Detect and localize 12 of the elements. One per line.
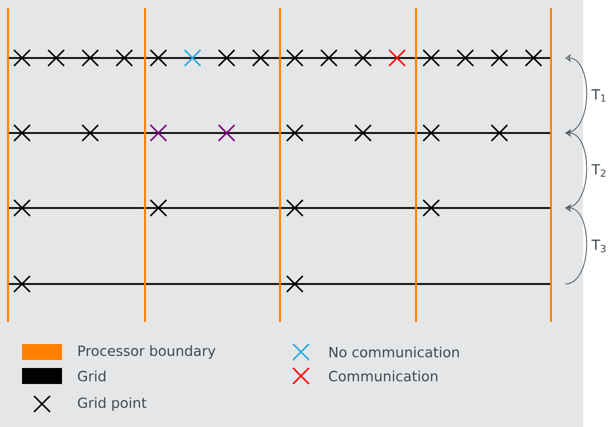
legend-label: Processor boundary	[78, 345, 216, 359]
grid-line	[8, 283, 551, 285]
legend-label: Communication	[329, 370, 438, 382]
legend-label: Grid	[78, 370, 106, 382]
grid-line	[8, 57, 551, 59]
grid-line	[8, 207, 551, 209]
legend-label: No communication	[330, 346, 459, 358]
edge-label: T$_{2}$	[592, 164, 606, 177]
grid-line	[8, 132, 551, 134]
edge-label: T$_{1}$	[592, 89, 606, 102]
edge-label: T$_{3}$	[592, 240, 606, 252]
legend-label: Grid point	[78, 397, 146, 411]
